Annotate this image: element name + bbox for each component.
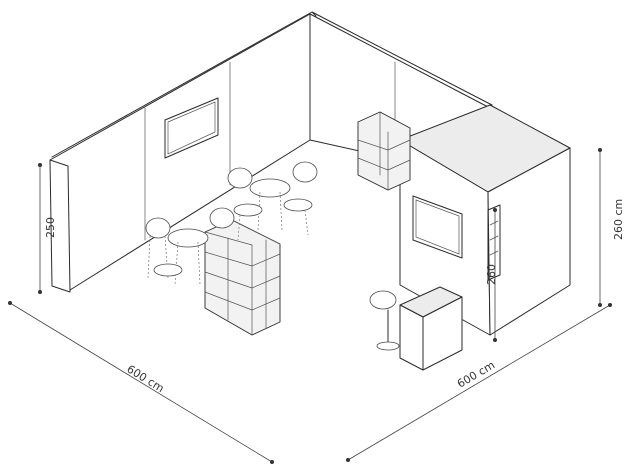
dimension-label-cabin-height-outer: 260 cm — [612, 199, 625, 240]
dimension-label-cabin-height: 260 — [485, 264, 498, 285]
stool — [369, 290, 400, 351]
table-set-right — [227, 161, 318, 241]
cube-shelf-front — [204, 219, 281, 336]
dimension-cabin-height-outer — [598, 148, 602, 307]
dimension-wall-height — [38, 163, 42, 294]
wall-monitor — [164, 97, 219, 159]
dimension-label-width-right: 600 cm — [455, 358, 497, 390]
cube-shelf-back — [357, 111, 411, 191]
counter — [399, 286, 463, 371]
dimension-width-right — [346, 303, 612, 462]
dimension-label-width-left: 600 cm — [124, 362, 166, 395]
storage-cabin — [399, 104, 571, 336]
left-end-panel — [49, 159, 71, 293]
dimension-width-left — [8, 301, 274, 464]
dimension-cabin-height — [493, 208, 497, 342]
dimension-label-wall-height: 250 — [44, 217, 57, 238]
table-set-left — [145, 207, 235, 286]
